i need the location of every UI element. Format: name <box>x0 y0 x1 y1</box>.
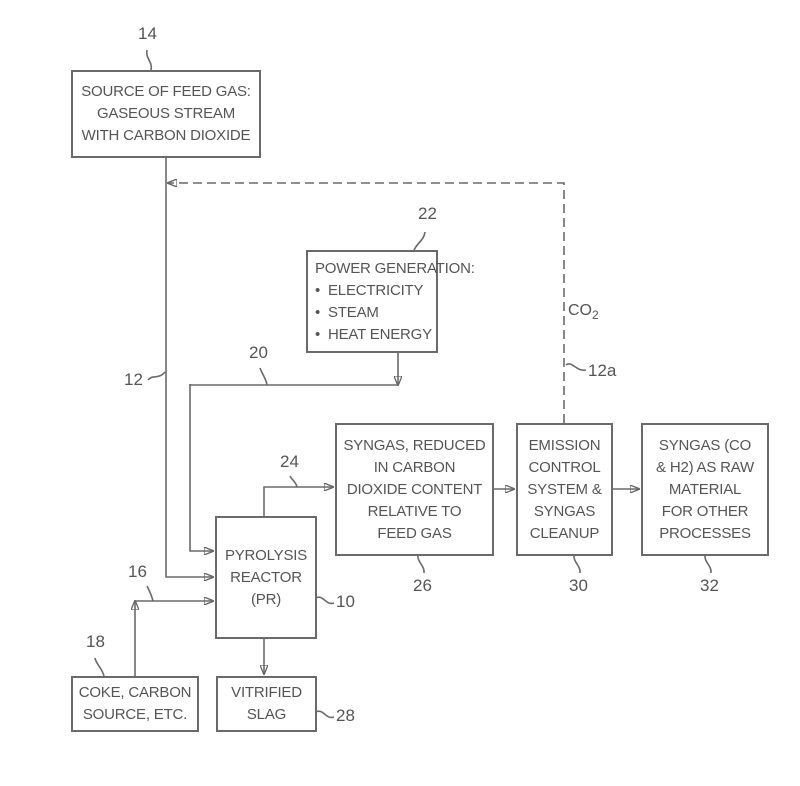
ref-label-16: 16 <box>128 562 147 581</box>
box-text: FOR OTHER <box>661 502 749 520</box>
box-text: MATERIAL <box>668 480 742 498</box>
box-text: REACTOR <box>230 568 302 586</box>
ref-label-30: 30 <box>569 576 588 595</box>
leader-28 <box>315 710 335 719</box>
box-text: (PR) <box>250 590 282 608</box>
vitrified-slag-box: VITRIFIED SLAG <box>216 676 317 732</box>
bullet-item: • STEAM <box>315 302 379 324</box>
coke-carbon-source-box: COKE, CARBON SOURCE, ETC. <box>71 676 199 732</box>
bullet-icon: • <box>315 281 321 299</box>
ref-label-10: 10 <box>336 592 355 611</box>
box-text: SOURCE OF FEED GAS: <box>81 83 251 100</box>
ref-label-14: 14 <box>138 24 157 43</box>
box-text: CONTROL <box>528 458 601 476</box>
emission-control-box: EMISSION CONTROL SYSTEM & SYNGAS CLEANUP <box>516 423 613 556</box>
ref-label-24: 24 <box>280 452 299 471</box>
bullet-text: ELECTRICITY <box>328 281 424 299</box>
ref-label-28: 28 <box>336 706 355 725</box>
bullet-icon: • <box>315 325 321 343</box>
box-text: SYNGAS <box>533 502 596 520</box>
box-text: IN CARBON <box>373 458 456 476</box>
co2-subscript: 2 <box>592 308 599 323</box>
leader-12 <box>147 371 166 381</box>
box-text: GASEOUS STREAM <box>96 105 236 122</box>
leader-20 <box>259 367 268 386</box>
ref-label-26: 26 <box>413 576 432 595</box>
leader-14 <box>145 49 153 71</box>
leader-18 <box>94 657 105 677</box>
box-text: SLAG <box>246 706 287 723</box>
feed-gas-source-box: SOURCE OF FEED GAS: GASEOUS STREAM WITH … <box>71 70 261 158</box>
box-title: POWER GENERATION: <box>315 259 475 277</box>
bullet-item: • ELECTRICITY <box>315 280 424 302</box>
ref-label-32: 32 <box>700 576 719 595</box>
bullet-text: STEAM <box>328 303 379 321</box>
box-text: RELATIVE TO <box>367 502 462 520</box>
ref-label-12: 12 <box>124 370 143 389</box>
feed-gas-line-12 <box>165 157 213 577</box>
raw-material-box: SYNGAS (CO & H2) AS RAW MATERIAL FOR OTH… <box>641 423 769 556</box>
box-text: & H2) AS RAW <box>656 458 754 476</box>
leader-30 <box>573 554 581 574</box>
box-text: EMISSION <box>528 436 601 454</box>
syngas-line-24 <box>263 487 333 516</box>
leader-22 <box>413 231 426 251</box>
box-text: SYNGAS, REDUCED <box>343 436 486 454</box>
leader-16 <box>146 585 154 602</box>
box-text: WITH CARBON DIOXIDE <box>81 127 251 144</box>
box-text: CLEANUP <box>529 524 600 542</box>
ref-label-12a: 12a <box>588 361 617 380</box>
bullet-text: HEAT ENERGY <box>328 325 432 343</box>
box-text: SYNGAS (CO <box>658 436 752 454</box>
box-text: COKE, CARBON <box>78 684 192 701</box>
power-generation-box: POWER GENERATION: • ELECTRICITY • STEAM … <box>306 250 475 353</box>
ref-label-18: 18 <box>86 632 105 651</box>
power-line-20-branch <box>189 384 398 551</box>
reduced-syngas-box: SYNGAS, REDUCED IN CARBON DIOXIDE CONTEN… <box>335 423 494 556</box>
co2-text: CO <box>568 302 592 319</box>
box-text: FEED GAS <box>377 524 452 542</box>
pyrolysis-reactor-box: PYROLYSIS REACTOR (PR) <box>215 516 317 639</box>
leader-26 <box>417 554 425 574</box>
box-text: VITRIFIED <box>231 684 302 701</box>
ref-label-20: 20 <box>249 343 268 362</box>
bullet-item: • HEAT ENERGY <box>315 324 432 346</box>
leader-10 <box>315 596 335 605</box>
bullet-icon: • <box>315 303 321 321</box>
leader-12a <box>565 363 587 371</box>
box-text: DIOXIDE CONTENT <box>346 480 483 498</box>
box-text: PYROLYSIS <box>224 546 308 564</box>
box-text: SOURCE, ETC. <box>82 706 188 723</box>
box-text: SYSTEM & <box>527 480 602 498</box>
box-text: PROCESSES <box>659 524 751 542</box>
ref-label-22: 22 <box>418 204 437 223</box>
leader-24 <box>289 475 298 488</box>
co2-label: CO2 <box>568 302 599 322</box>
co2-recycle-line-12a <box>168 183 565 423</box>
leader-32 <box>704 554 712 574</box>
